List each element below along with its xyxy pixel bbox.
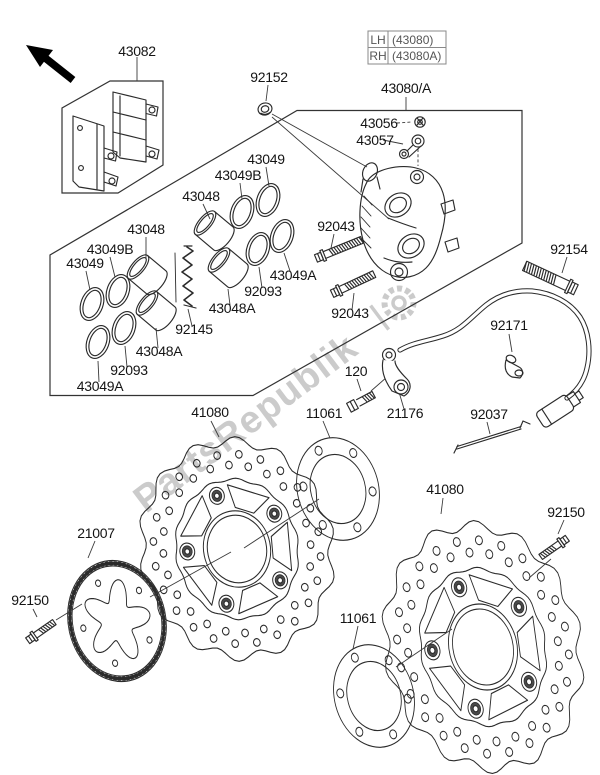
part-label-gasket-upper: 11061	[306, 405, 343, 421]
part-label-piston-left: 43048	[127, 221, 165, 237]
part-label-abs-ring: 21007	[77, 525, 115, 541]
cable-clamp	[504, 354, 524, 379]
piston-seals	[79, 183, 295, 359]
brake-disc-left	[139, 436, 335, 662]
part-label-gasket-lower: 11061	[340, 610, 377, 626]
part-label-bolt-92043-a: 92043	[317, 218, 355, 234]
part-label-pads: 43082	[118, 43, 156, 59]
legend-rh-value: (43080A)	[392, 49, 441, 63]
caliper-pistons	[126, 210, 249, 332]
part-label-disc-right: 41080	[426, 481, 464, 497]
brake-caliper	[359, 162, 460, 282]
part-label-seal-49-left: 43049	[66, 255, 104, 271]
legend-lh-key: LH	[370, 33, 385, 47]
lh-rh-legend-table: LH (43080) RH (43080A)	[367, 30, 447, 65]
caliper-assembly-box	[49, 109, 523, 397]
part-label-seal-49b-left: 43049B	[87, 241, 133, 257]
part-label-bolt-92150-right: 92150	[547, 504, 585, 520]
legend-rh-key: RH	[369, 49, 386, 63]
watermark: PartsRepublik	[126, 285, 417, 521]
part-label-pad-spring: 92145	[175, 321, 213, 337]
part-label-seal-49a-bottom: 43049A	[77, 378, 124, 394]
part-label-bleeder-cap: 43056	[360, 115, 398, 131]
brake-pads	[72, 91, 160, 192]
abs-sensor-ring	[67, 559, 167, 683]
pad-pin-rod	[453, 420, 531, 454]
direction-arrow-icon	[26, 45, 76, 83]
part-label-cable-clamp: 92171	[490, 317, 528, 333]
disc-gasket-upper	[296, 437, 380, 541]
part-label-seal-49b-upper: 43049B	[215, 167, 261, 183]
bolts	[25, 235, 579, 645]
part-label-piston-48a-right: 43048A	[209, 300, 256, 316]
part-label-joint: 43057	[356, 132, 394, 148]
part-label-piston-48a-bottom: 43048A	[136, 343, 183, 359]
joint-link	[398, 134, 425, 160]
pad-spring	[174, 245, 197, 309]
part-label-disc-left: 41080	[191, 404, 229, 420]
sensor-plug	[536, 390, 584, 428]
speed-sensor	[381, 347, 411, 397]
part-labels: 43082 92152 43080/A 43056 43057 43049 43…	[11, 43, 588, 626]
part-label-seal-92093-bottom: 92093	[110, 362, 148, 378]
brake-pads-box	[61, 80, 164, 194]
part-label-bolt-120: 120	[345, 363, 368, 379]
part-label-bolt-92043-b: 92043	[331, 305, 369, 321]
disc-gasket-lower	[333, 644, 415, 748]
grommet	[257, 102, 273, 116]
part-label-piston-upper: 43048	[182, 188, 220, 204]
leader-bleeder-cap	[396, 121, 413, 124]
part-label-bolt-92150-left: 92150	[11, 592, 49, 608]
part-label-grommet: 92152	[250, 69, 288, 85]
gear-icon	[369, 285, 417, 331]
part-label-bolt-92154: 92154	[550, 241, 588, 257]
legend-lh-value: (43080)	[392, 33, 433, 47]
part-label-speed-sensor: 21176	[387, 405, 424, 421]
part-label-caliper-assembly: 43080/A	[381, 80, 432, 96]
part-label-seal-92093-right: 92093	[244, 283, 282, 299]
brake-disc-right	[381, 519, 585, 775]
part-label-seal-49-upper: 43049	[247, 151, 285, 167]
sensor-cable	[397, 288, 592, 401]
part-label-pin-rod: 92037	[470, 406, 508, 422]
bleeder-cap	[414, 116, 426, 128]
part-label-seal-49a-right: 43049A	[270, 267, 317, 283]
